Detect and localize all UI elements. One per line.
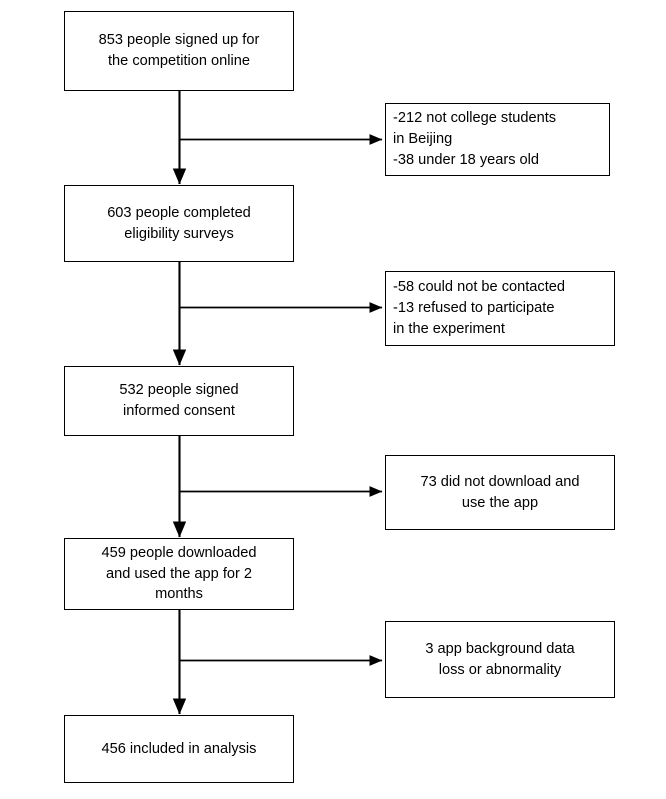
node-included-in-analysis: 456 included in analysis <box>64 715 294 783</box>
node-signed-up: 853 people signed up for the competition… <box>64 11 294 91</box>
node-exclusion-app-data-loss-label: 3 app background data loss or abnormalit… <box>425 640 575 678</box>
node-exclusion-not-contacted-or-refused-label: -58 could not be contacted -13 refused t… <box>393 279 566 337</box>
node-signed-up-label: 853 people signed up for the competition… <box>98 32 260 69</box>
node-exclusion-did-not-download-app: 73 did not download and use the app <box>385 455 615 530</box>
node-exclusion-app-data-loss: 3 app background data loss or abnormalit… <box>385 621 615 698</box>
node-included-in-analysis-label: 456 included in analysis <box>101 740 257 757</box>
node-exclusion-did-not-download-app-label: 73 did not download and use the app <box>420 473 580 511</box>
node-downloaded-and-used-app-label: 459 people downloaded and used the app f… <box>101 544 257 603</box>
node-exclusion-not-contacted-or-refused: -58 could not be contacted -13 refused t… <box>385 271 615 346</box>
node-completed-eligibility-surveys: 603 people completed eligibility surveys <box>64 185 294 262</box>
node-completed-eligibility-surveys-label: 603 people completed eligibility surveys <box>107 204 251 242</box>
node-exclusion-not-college-students: -212 not college students in Beijing -38… <box>385 103 610 176</box>
node-signed-informed-consent-label: 532 people signed informed consent <box>119 382 239 419</box>
node-signed-informed-consent: 532 people signed informed consent <box>64 366 294 436</box>
node-exclusion-not-college-students-label: -212 not college students in Beijing -38… <box>393 110 557 168</box>
node-downloaded-and-used-app: 459 people downloaded and used the app f… <box>64 538 294 610</box>
